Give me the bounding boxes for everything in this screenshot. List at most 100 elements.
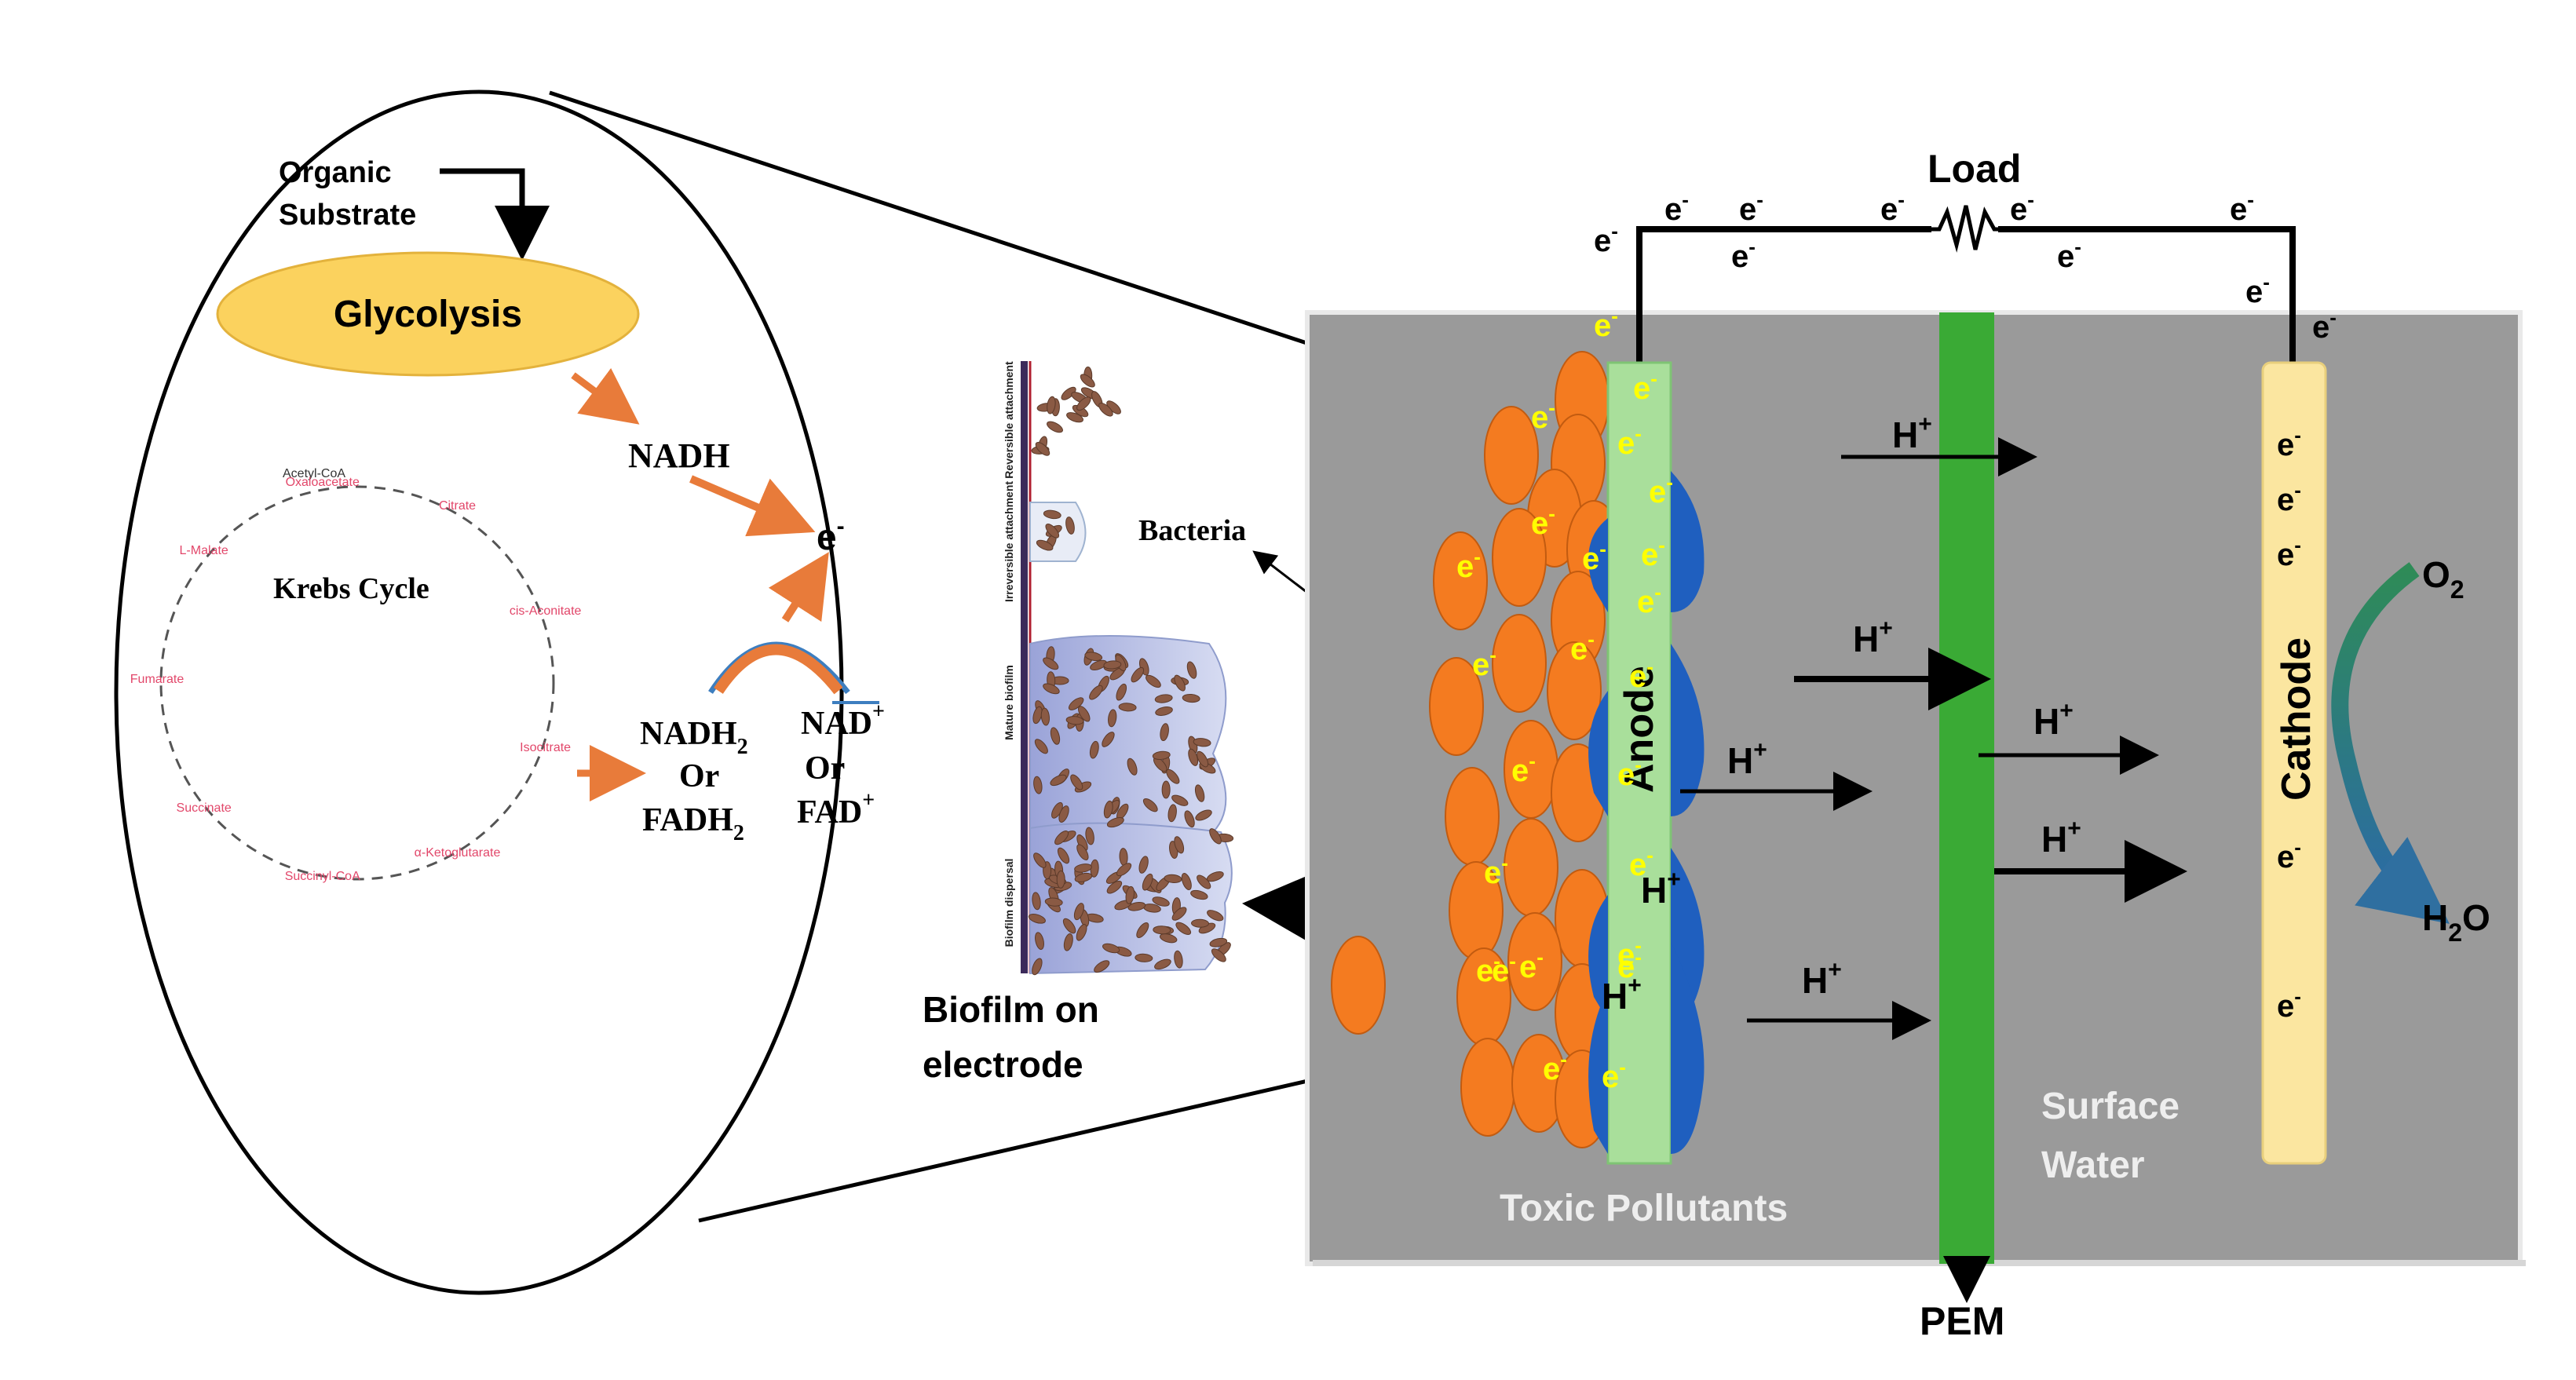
- biofilm-bacterium: [1135, 953, 1153, 962]
- biofilm-electrode-strip: [1021, 361, 1028, 973]
- biofilm-bacterium: [1171, 794, 1189, 806]
- biofilm-bacterium: [1174, 674, 1186, 692]
- biofilm-blob: [1671, 471, 1705, 612]
- biofilm-bacterium: [1103, 800, 1113, 819]
- biofilm-bacterium: [1154, 694, 1173, 703]
- anode-electron: e-: [1476, 949, 1500, 988]
- toxic-pollutants-label: Toxic Pollutants: [1500, 1188, 1788, 1229]
- biofilm-bacterium: [1085, 827, 1094, 845]
- biofilm-bacterium: [1191, 918, 1210, 928]
- biofilm-bacterium: [1182, 693, 1200, 703]
- biofilm-stage-label: Biofilm dispersal: [1003, 859, 1015, 947]
- biofilm-bacterium: [1152, 750, 1171, 760]
- krebs-cycle-title: Krebs Cycle: [273, 572, 429, 605]
- biofilm-bacterium: [1058, 805, 1069, 823]
- biofilm-bacterium: [1089, 685, 1103, 700]
- glycolysis-label: Glycolysis: [334, 294, 522, 335]
- biofilm-bacterium: [1127, 901, 1146, 911]
- biofilm-bacterium: [1035, 932, 1044, 950]
- biofilm-bacterium: [1209, 828, 1222, 845]
- mfc-cell: Load e-e-e-e-e-e-e-e-e-e- Anode e-e-e-e-…: [1305, 147, 2526, 1343]
- biofilm-bacterium: [1070, 774, 1083, 790]
- bacterium-cell: [1460, 1038, 1515, 1137]
- bacterium-cell: [1331, 936, 1386, 1035]
- proton-label: H+: [1602, 973, 1642, 1017]
- anode-electron: e-: [1641, 533, 1665, 572]
- proton-arrows: H+H+H+H+H+H+H+H+: [1602, 411, 2187, 1040]
- biofilm-bacterium: [1032, 892, 1041, 911]
- bacterium-cell: [1433, 531, 1488, 630]
- reduction-arc-orange: [714, 644, 843, 695]
- cathode-label: Cathode: [2274, 637, 2319, 801]
- bacterium-cell: [1492, 508, 1547, 607]
- krebs-intermediate: Citrate: [439, 499, 476, 513]
- cathode-electron: e-: [2277, 835, 2301, 874]
- oxygen-reduction-arrow: [2331, 562, 2450, 924]
- biofilm-bacterium: [1145, 674, 1161, 688]
- biofilm-bacterium: [1076, 844, 1089, 860]
- krebs-intermediate: α-Ketoglutarate: [415, 846, 501, 860]
- biofilm-bacterium: [1164, 874, 1182, 883]
- biofilm-bacterium: [1044, 897, 1063, 907]
- proton-label: H+: [1802, 957, 1842, 1001]
- krebs-intermediate: Isocitrate: [520, 741, 571, 754]
- krebs-intermediates: Citratecis-AconitateIsocitrateα-Ketoglut…: [130, 476, 582, 883]
- biofilm-bacterium: [1043, 683, 1060, 695]
- biofilm-bacterium: [1057, 847, 1070, 864]
- organic-substrate-label: Organic Substrate: [279, 156, 416, 232]
- anode-electron: e-: [1531, 502, 1555, 541]
- circuit-electron: e-: [2245, 270, 2270, 309]
- biofilm-bacterium: [1138, 856, 1149, 874]
- circuit-electron: e-: [1739, 188, 1763, 227]
- biofilm-bacterium: [1061, 386, 1076, 400]
- biofilm-bacterium: [1074, 863, 1092, 873]
- biofilm-bacterium: [1080, 374, 1095, 388]
- proton-label: H+: [2041, 816, 2081, 860]
- biofilm-bacterium: [1078, 706, 1091, 722]
- biofilm-bacterium: [1089, 740, 1099, 759]
- nad-label: NAD+: [801, 699, 885, 742]
- biofilm-bacterium: [1102, 732, 1115, 747]
- load-label: Load: [1927, 147, 2021, 191]
- proton-label: H+: [1892, 411, 1932, 455]
- biofilm-bacterium: [1166, 768, 1180, 784]
- anode-electron: e-: [1602, 1055, 1626, 1094]
- biofilm-bacterium: [1197, 750, 1209, 768]
- biofilm-bacterium: [1033, 852, 1047, 868]
- anode-electron: e-: [1617, 933, 1642, 973]
- biofilm-bacterium: [1167, 804, 1177, 823]
- biofilm-bacterium: [1074, 872, 1093, 882]
- biofilm-bacterium: [1103, 660, 1122, 670]
- biofilm-bacterium: [1195, 809, 1212, 821]
- proton-label: H+: [2033, 698, 2074, 742]
- biofilm-bacterium: [1160, 933, 1178, 944]
- cathode-electrode: [2261, 361, 2327, 1165]
- anode-biofilm: [1588, 471, 1705, 1154]
- external-circuit: [1636, 226, 1931, 369]
- biofilm-bacterium: [1065, 716, 1084, 725]
- biofilm-bacterium: [1062, 918, 1076, 934]
- nadh-label: NADH: [628, 436, 730, 475]
- nadh2-label: NADH2: [640, 716, 748, 759]
- biofilm-bacterium: [1073, 903, 1084, 921]
- anode-electron: e-: [1617, 422, 1642, 461]
- substrate-arrow: [440, 168, 550, 261]
- biofilm-bacterium: [1043, 509, 1061, 520]
- zoom-ellipse: [114, 89, 844, 1295]
- bacterium-cell: [1445, 767, 1500, 866]
- biofilm-bacterium: [1194, 784, 1205, 802]
- bacterium-cell: [1429, 657, 1484, 756]
- fad-label: FAD+: [797, 788, 875, 831]
- biofilm-blob: [1588, 989, 1608, 1154]
- krebs-intermediate: Succinate: [177, 801, 232, 815]
- biofilm-bacterium: [1175, 922, 1192, 935]
- cathode-electron: e-: [2277, 423, 2301, 462]
- biofilm-bacterium: [1094, 960, 1110, 973]
- anode-electron: e-: [1456, 545, 1481, 584]
- biofilm-bacterium: [1174, 950, 1183, 969]
- biofilm-stage-label: Mature biofilm: [1003, 665, 1015, 740]
- biofilm-bacterium: [1209, 937, 1228, 947]
- h2o-label: H2O: [2422, 897, 2490, 947]
- biofilm-bacterium: [1033, 776, 1043, 794]
